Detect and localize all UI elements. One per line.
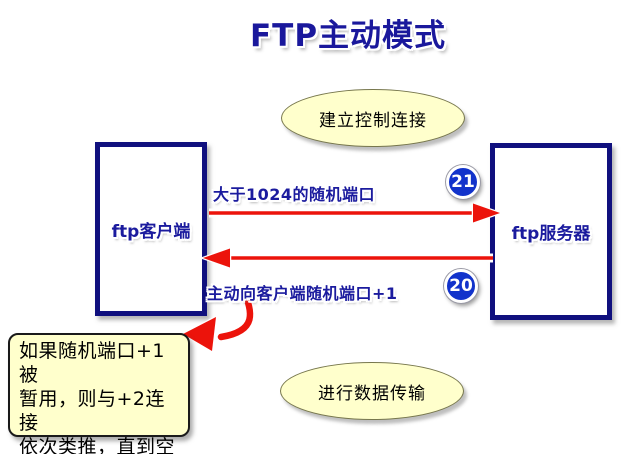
data-connection-arrow xyxy=(199,246,493,270)
ftp-client-label: ftp客户端 xyxy=(111,221,191,242)
control-request-arrow xyxy=(209,201,504,225)
ftp-server-box: ftp服务器 xyxy=(490,143,612,320)
control-connection-bubble: 建立控制连接 xyxy=(281,89,465,147)
page-title: FTP主动模式 xyxy=(250,18,447,54)
note-box: 如果随机端口+1被 暂用，则与+2连接 依次类推，直到空 闲则建立数据连接 xyxy=(8,333,190,454)
control-connection-bubble-label: 建立控制连接 xyxy=(319,110,427,131)
request-port-label: 大于1024的随机端口 xyxy=(213,185,376,204)
data-transfer-bubble: 进行数据传输 xyxy=(280,362,464,420)
port-20-badge: 20 xyxy=(444,269,478,303)
ftp-client-box: ftp客户端 xyxy=(95,142,207,316)
note-text: 如果随机端口+1被 暂用，则与+2连接 依次类推，直到空 闲则建立数据连接 xyxy=(19,340,176,454)
data-transfer-bubble-label: 进行数据传输 xyxy=(318,383,426,404)
ftp-server-label: ftp服务器 xyxy=(511,224,591,244)
port-21-badge: 21 xyxy=(446,165,480,199)
response-port-label: 主动向客户端随机端口+1 xyxy=(207,284,398,303)
